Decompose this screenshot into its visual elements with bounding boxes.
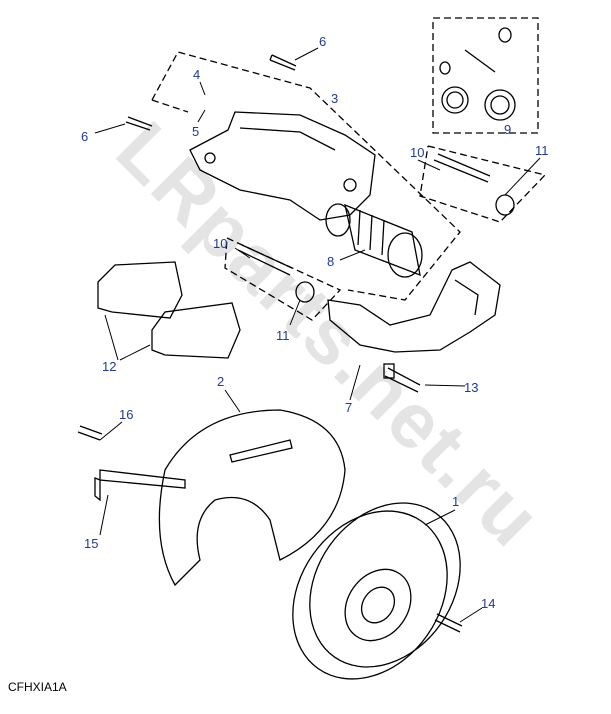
callout-10: 10: [213, 236, 228, 251]
brake-disc: [292, 502, 461, 680]
callout-9: 9: [504, 122, 512, 137]
dust-shield: [158, 409, 346, 587]
callout-1: 1: [452, 494, 460, 509]
callout-7: 7: [345, 400, 353, 415]
group-outlines: [151, 17, 547, 321]
callout-10: 10: [410, 145, 425, 160]
leader-lines: [94, 47, 541, 623]
brake-pads: [97, 261, 241, 359]
callout-4: 4: [193, 67, 201, 82]
mounting-bracket: [94, 469, 186, 502]
callout-15: 15: [84, 536, 99, 551]
callout-11: 11: [276, 328, 290, 343]
callout-5: 5: [192, 124, 200, 139]
callout-6: 6: [319, 34, 327, 49]
callout-16: 16: [119, 407, 134, 422]
callout-6: 6: [81, 129, 89, 144]
callout-2: 2: [217, 374, 225, 389]
caliper-housing: [189, 111, 376, 221]
callout-14: 14: [481, 596, 496, 611]
caliper-carrier: [327, 261, 501, 353]
callout-11: 11: [535, 143, 549, 158]
callout-13: 13: [464, 380, 479, 395]
piston-boot: [325, 203, 423, 278]
callout-8: 8: [327, 254, 335, 269]
diagram-code: CFHXIA1A: [8, 680, 67, 694]
callout-12: 12: [102, 359, 117, 374]
callout-3: 3: [331, 91, 339, 106]
bolts: [77, 54, 515, 633]
seal-kit: [439, 27, 516, 121]
